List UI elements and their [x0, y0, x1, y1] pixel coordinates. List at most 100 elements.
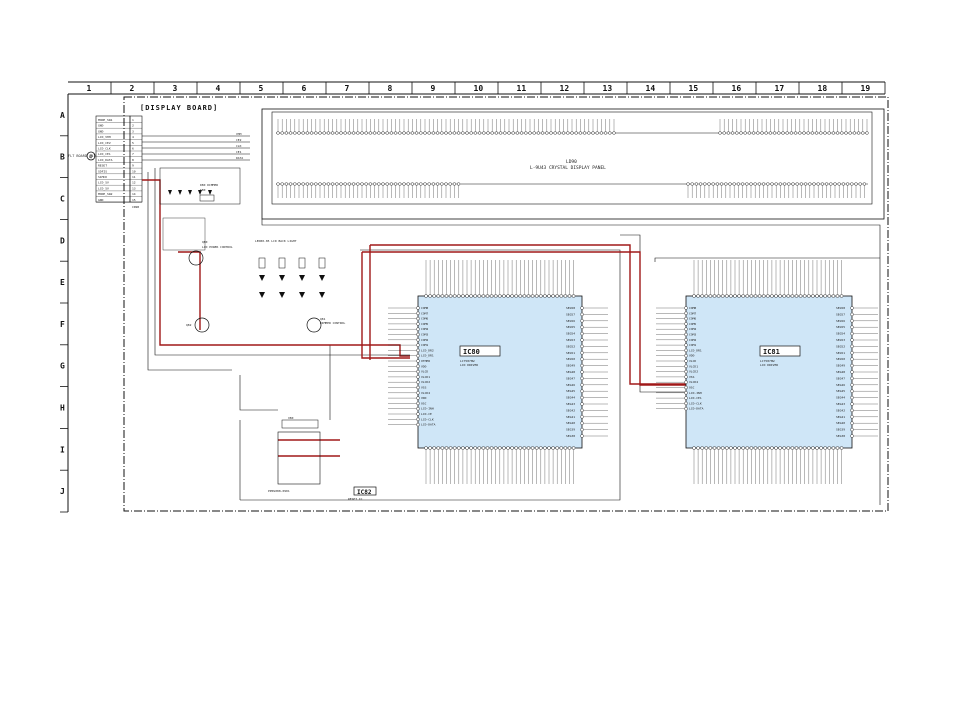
connector-pin-name: MODE_SW1 — [98, 118, 113, 122]
ic-pin — [530, 446, 535, 450]
panel-pin — [352, 131, 356, 135]
panel-pin — [536, 131, 540, 135]
ic-pin — [850, 421, 854, 425]
ic-pin — [494, 446, 498, 450]
led-diode — [259, 275, 265, 281]
column-number: 9 — [431, 84, 436, 93]
panel-pin — [276, 182, 280, 186]
ic-pin — [567, 294, 572, 298]
d80-label: D80 DIMMER — [200, 183, 218, 187]
ic-left-pin-name: VLCD1 — [421, 375, 430, 379]
ic-right-pin-name: SEG46 — [836, 383, 845, 387]
connector-pin-number: 14 — [132, 192, 136, 196]
panel-pin — [803, 182, 808, 186]
ic-pin — [815, 294, 819, 298]
ic-pin — [774, 446, 778, 450]
panel-pin — [318, 182, 322, 186]
panel-pin — [461, 131, 465, 135]
ic-pin — [850, 415, 854, 419]
ic-left-pin-name: COM3 — [421, 333, 428, 337]
ic-right-pin-name: SEG42 — [836, 408, 845, 412]
panel-pin — [756, 131, 760, 135]
ic-pin — [551, 294, 555, 298]
panel-pin — [398, 131, 402, 135]
ic-left-pin-name: LCD-DATA — [421, 423, 436, 427]
led-diode — [319, 292, 325, 298]
panel-pin — [360, 182, 364, 186]
ic-pin — [457, 446, 461, 450]
ic-pin — [465, 446, 469, 450]
row-letter: J — [60, 487, 65, 496]
ic-right-pin-name: SEG43 — [836, 402, 845, 406]
row-letter: B — [60, 153, 65, 162]
panel-pin — [747, 131, 751, 135]
panel-pin — [753, 182, 757, 186]
ic-pin — [850, 363, 854, 368]
panel-pin — [385, 131, 389, 135]
panel-pin — [819, 131, 823, 135]
ic-pin — [850, 306, 854, 310]
panel-pin — [829, 182, 833, 186]
led-backlight-group — [168, 190, 326, 298]
column-number: 2 — [130, 84, 135, 93]
panel-pin — [482, 131, 486, 135]
ic-pin — [580, 351, 584, 355]
ic-pin — [684, 375, 688, 379]
ic-pin — [704, 446, 708, 450]
ic-pin — [684, 306, 688, 310]
ic-pin — [684, 385, 688, 390]
panel-pin — [301, 131, 305, 135]
panel-pin — [850, 182, 854, 186]
panel-pin — [810, 131, 814, 135]
panel-pin — [373, 182, 377, 186]
column-number: 10 — [474, 84, 484, 93]
connector-pin-number: 12 — [132, 181, 136, 185]
panel-pin — [406, 131, 410, 135]
ic-pin — [424, 294, 428, 298]
ic-pin — [733, 294, 737, 298]
ic-pin — [440, 446, 445, 450]
ic-pin — [839, 446, 844, 450]
ic-pin — [416, 396, 420, 400]
ic-pin — [555, 294, 559, 298]
ic-pin — [766, 446, 770, 450]
panel-pin — [515, 131, 519, 135]
ic-pin — [850, 357, 854, 361]
ic-pin — [823, 294, 827, 298]
ic-left-pin-name: LCD-CE1 — [689, 396, 702, 400]
panel-pin — [347, 182, 351, 186]
diode — [178, 190, 182, 195]
connector-pin-name: LCD_5V — [98, 181, 109, 185]
ic-right-pin-name: SEG56 — [836, 319, 845, 323]
ic-pin — [416, 407, 420, 411]
ic-pin — [416, 385, 420, 390]
ic-left-pin-name: COM1 — [689, 343, 696, 347]
panel-pin — [478, 131, 482, 135]
panel-pin — [719, 182, 724, 186]
ic-pin — [850, 395, 854, 400]
ic-pin — [704, 294, 708, 298]
ic-left-pin-name: LCD-CLK — [689, 401, 702, 405]
panel-pin — [360, 131, 364, 135]
panel-pin — [448, 182, 452, 186]
ic-pin — [559, 446, 563, 450]
column-number: 6 — [302, 84, 307, 93]
panel-pin — [410, 131, 414, 135]
panel-pin — [343, 131, 347, 135]
resistor — [318, 257, 326, 269]
panel-pin — [711, 182, 715, 186]
ic-left-pin-name: LCD-CE — [421, 412, 432, 416]
ic-right-pin-name: SEG48 — [566, 370, 575, 374]
ic-pin — [721, 446, 725, 450]
ic-pin — [737, 294, 741, 298]
ic-pin — [580, 395, 584, 400]
ic-pin — [580, 306, 584, 310]
ic-left-pin-name: VSS — [421, 386, 427, 390]
ic-pin — [559, 294, 563, 298]
ic-pin — [807, 446, 811, 450]
column-number: 19 — [861, 84, 871, 93]
panel-pin — [440, 182, 444, 186]
ic-pin — [684, 343, 688, 347]
ic-pin — [839, 294, 844, 298]
